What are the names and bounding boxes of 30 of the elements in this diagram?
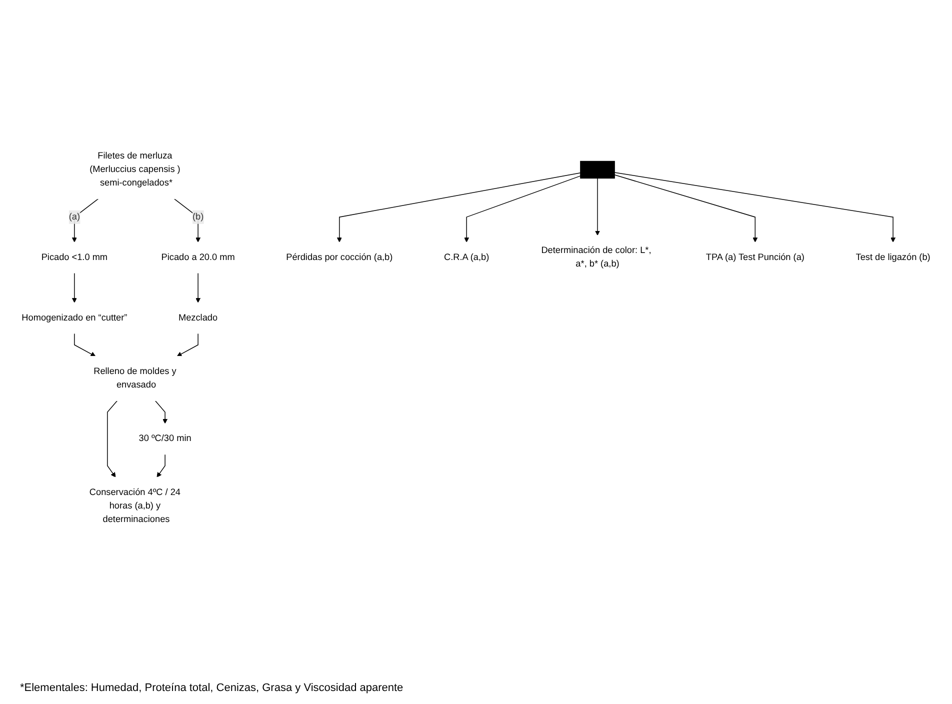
arrow [72, 272, 77, 303]
arrow [464, 176, 581, 242]
node-text: TPA (a) Test Punción (a) [706, 252, 804, 262]
node-bar [580, 160, 615, 179]
arrow [196, 272, 201, 303]
arrow [156, 454, 166, 478]
node-text: Pérdidas por cocción (a,b) [286, 252, 393, 262]
node-text: Mezclado [178, 312, 218, 323]
arrow [614, 174, 758, 242]
node-text: Picado <1.0 mm [41, 252, 108, 262]
arrow [107, 400, 118, 478]
arrow [176, 333, 198, 356]
arrow [154, 400, 168, 424]
arrow [614, 172, 896, 242]
arrow [174, 198, 201, 242]
node-text: C.R.A (a,b) [444, 252, 490, 262]
node-text: Filetes de merluza (Merluccius capensis ) semi-congelados* [90, 150, 180, 188]
edge-label: (a) [68, 212, 80, 222]
node-text: Test de ligazón (b) [856, 252, 930, 262]
arrow [74, 333, 96, 356]
arrow [595, 178, 600, 236]
edge-label: (b) [192, 212, 204, 222]
node-text: Conservación 4ºC / 24 horas (a,b) y determinaciones [89, 487, 181, 525]
footnote: *Elementales: Humedad, Proteína total, Cenizas, Grasa y Viscosidad aparente [20, 682, 404, 694]
node-text: Homogenizado en “cutter” [22, 312, 128, 323]
node-text: Determinación de color: L*, a*, b* (a,b) [541, 246, 652, 269]
node-text: Picado a 20.0 mm [161, 252, 235, 262]
node-text: 30 ºC/30 min [138, 434, 192, 444]
node-text: Relleno de moldes y envasado [94, 366, 176, 390]
arrow [336, 172, 581, 242]
